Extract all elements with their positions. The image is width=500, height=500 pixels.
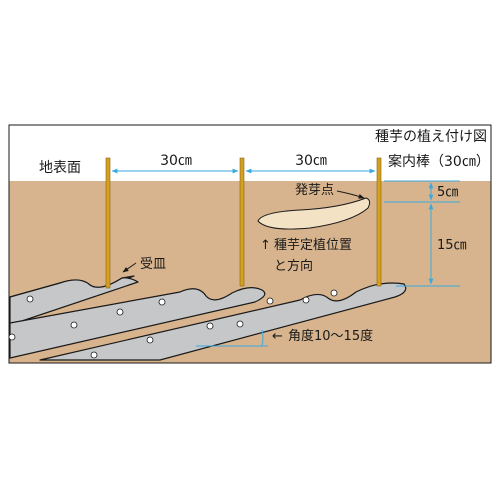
stake-1	[105, 157, 111, 289]
stake-3	[376, 157, 382, 287]
sprout-point-label: 発芽点	[295, 183, 334, 198]
stake-2	[239, 157, 245, 287]
tray-middle	[9, 287, 266, 359]
spacing-label-1: 30㎝	[160, 153, 192, 169]
tray-front	[39, 282, 407, 361]
seed-potato	[257, 197, 371, 230]
angle-label: 角度10～15度	[288, 328, 373, 344]
saucer-pointer	[122, 262, 137, 273]
spacing-label-2: 30㎝	[295, 153, 327, 169]
diagram-frame	[8, 124, 492, 364]
position-label-line2: と方向	[274, 258, 313, 274]
tray-holes	[9, 289, 338, 359]
depth-5-label: 5㎝	[437, 185, 458, 200]
ground-surface-label: 地表面	[39, 160, 81, 176]
tray-back-body	[9, 277, 139, 326]
sprout-pointer	[336, 190, 365, 199]
guide-stake-label: 案内棒（30㎝）	[388, 153, 490, 170]
angle-arc	[261, 329, 264, 347]
saucer-label: 受皿	[140, 257, 166, 272]
arrow-up-icon: ↑	[260, 238, 271, 253]
depth-15-label: 15㎝	[437, 238, 467, 253]
position-label-line1: 種芋定植位置	[274, 237, 352, 253]
diagram-title: 種芋の植え付け図	[375, 129, 487, 145]
arrow-left-icon: ←	[272, 329, 283, 344]
